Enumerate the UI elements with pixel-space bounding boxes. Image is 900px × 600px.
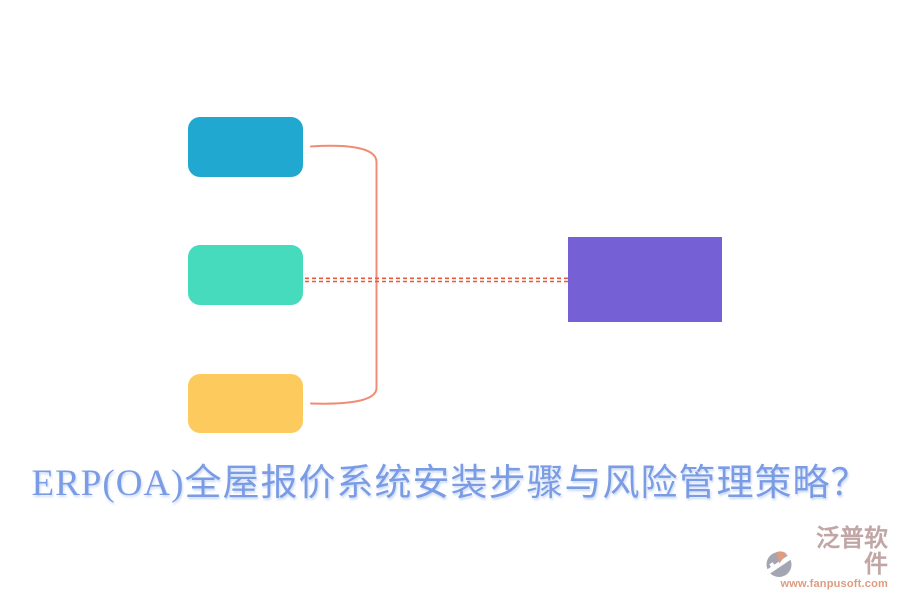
fanpu-logo-icon	[761, 549, 798, 578]
fanpu-logo: 泛普软件 www.fanpusoft.com	[761, 525, 888, 590]
connector-bracket-curve	[310, 144, 378, 405]
node-middle-teal	[188, 245, 303, 305]
node-target-purple	[568, 237, 722, 322]
fanpu-url: www.fanpusoft.com	[780, 578, 888, 590]
node-top-blue	[188, 117, 303, 177]
page-title: ERP(OA)全屋报价系统安装步骤与风险管理策略？	[31, 463, 869, 504]
node-bottom-yellow	[188, 374, 303, 433]
fanpu-brand-text: 泛普软件	[816, 525, 888, 578]
